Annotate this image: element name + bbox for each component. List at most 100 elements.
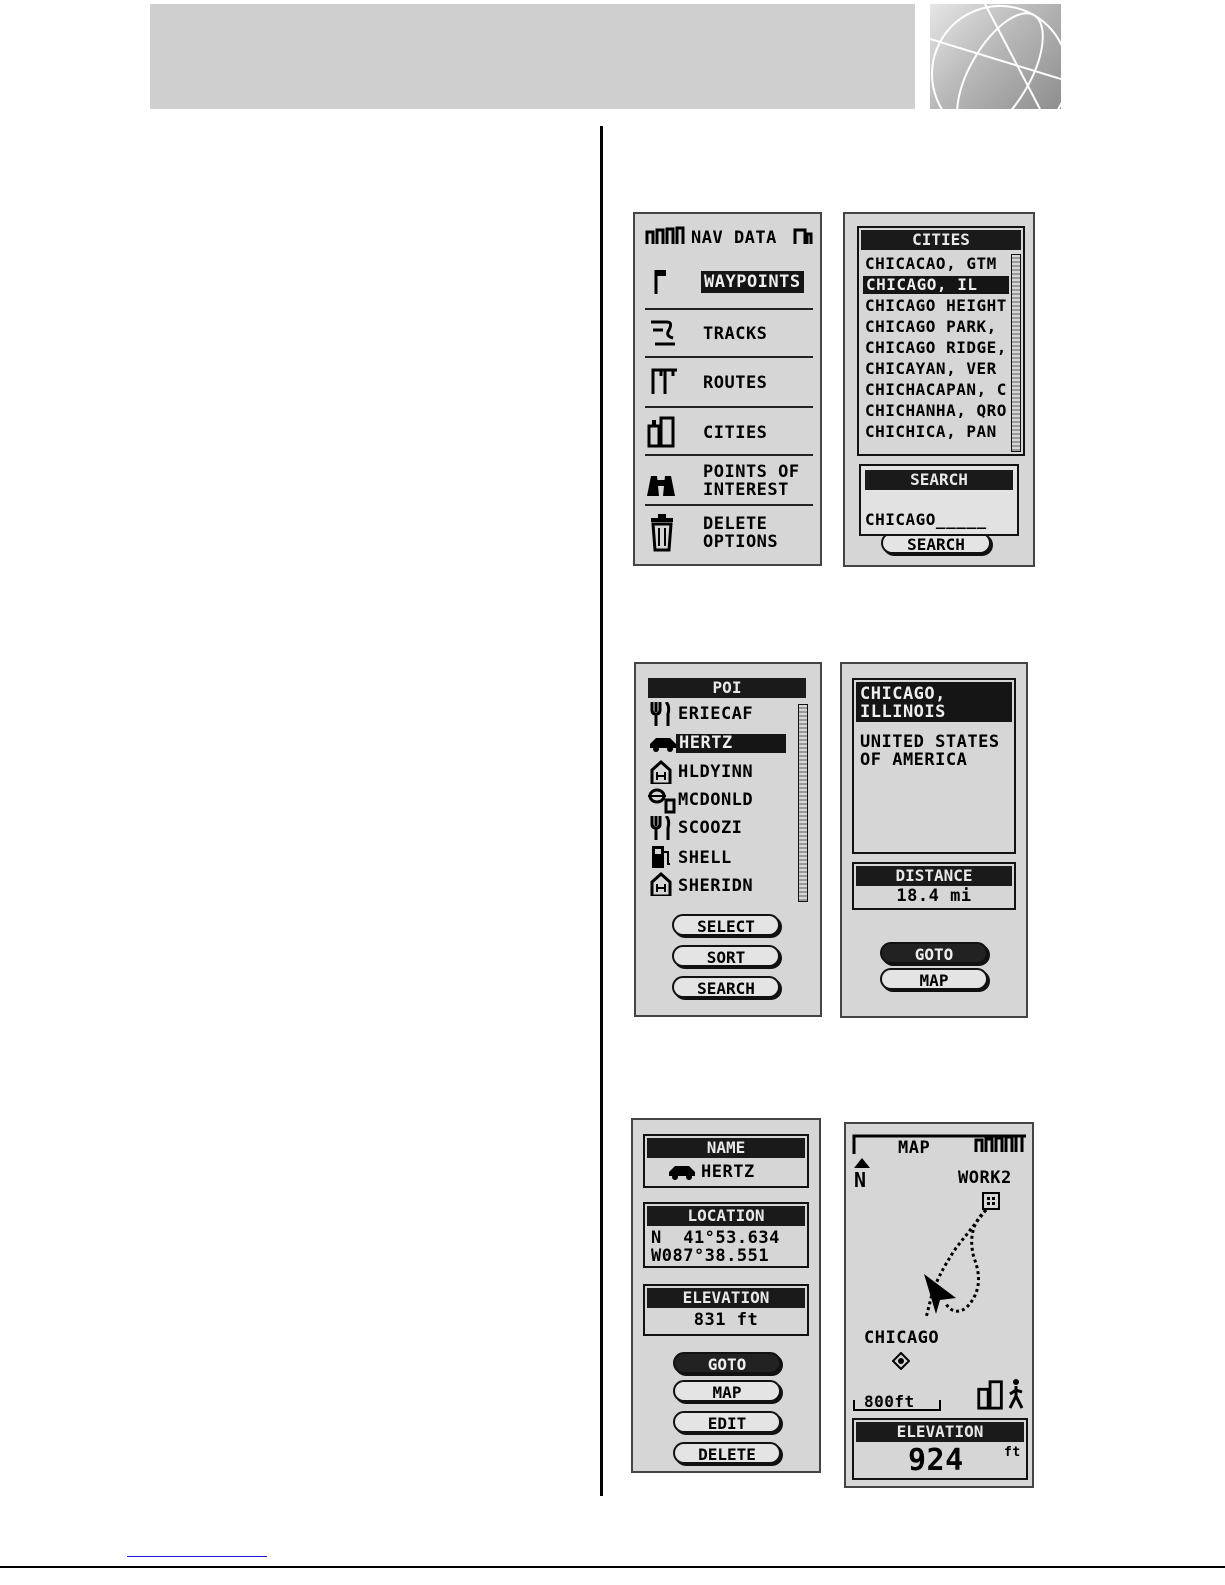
elevation-value: 831 ft [693,1310,759,1330]
hotel-icon [650,760,672,784]
cities-list: CITIES CHICACAO, GTM CHICAGO, IL CHICAGO… [857,226,1025,456]
sort-button[interactable]: SORT [672,945,780,967]
goto-button[interactable]: GOTO [673,1352,781,1374]
distance-value: 18.4 mi [896,886,972,906]
name-label: NAME [647,1138,805,1158]
poi-item[interactable]: SHERIDN [678,876,754,896]
menu-item-cities[interactable]: CITIES [703,423,768,443]
map-elevation-value: 924 [908,1443,964,1478]
cities-search-button[interactable]: SEARCH [881,532,991,554]
poi-screen: POI ERIECAF HERTZ HLDYINN MCDONLD SCOOZI… [634,662,822,1017]
menu-item-poi-line1[interactable]: POINTS OF [703,462,800,482]
map-elevation-box: ELEVATION 924 ft [852,1418,1028,1480]
hotel-icon [650,872,672,896]
menu-separator [645,356,813,358]
search-button[interactable]: SEARCH [672,976,780,998]
city-item-selected[interactable]: CHICAGO, IL [863,276,1009,294]
car-icon [669,1166,695,1180]
distance-label: DISTANCE [856,866,1012,886]
scale-label: 800ft [864,1392,915,1411]
city-icon [647,416,675,448]
city-name-line1: CHICAGO, [860,684,946,704]
binoculars-icon [647,476,675,496]
city-item[interactable]: CHICHACAPAN, C [865,380,1007,399]
menu-separator [645,308,813,310]
edit-button[interactable]: EDIT [673,1411,781,1433]
poi-item[interactable]: SHELL [678,848,732,868]
scale-bar [853,1400,941,1411]
city-name-highlight [856,682,1012,722]
track-icon [651,320,675,346]
north-arrow-icon [854,1158,870,1168]
map-button[interactable]: MAP [673,1380,781,1402]
city-detail-screen: CHICAGO, ILLINOIS UNITED STATES OF AMERI… [840,662,1028,1018]
city-item[interactable]: CHICHANHA, QRO [865,401,1007,420]
signal-bars-icon [974,1134,1024,1152]
map-button[interactable]: MAP [880,968,988,990]
fastfood-icon [648,788,676,814]
restaurant-icon [650,702,671,726]
menu-item-waypoints[interactable]: WAYPOINTS [701,271,804,293]
city-item[interactable]: CHICAGO HEIGHT [865,296,1007,315]
waypoint-label: WORK2 [958,1168,1012,1188]
search-input[interactable]: CHICAGO_____ [865,510,987,529]
poi-item[interactable]: ERIECAF [678,704,754,724]
poi-item-selected[interactable]: HERTZ [676,734,786,753]
fuel-icon [652,846,670,868]
map-elevation-label: ELEVATION [856,1422,1024,1442]
cities-title: CITIES [861,230,1021,250]
delete-button[interactable]: DELETE [673,1442,781,1464]
city-item[interactable]: CHICHICA, PAN [865,422,997,441]
search-dialog: SEARCH CHICAGO_____ [859,464,1019,536]
longitude-value: W087°38.551 [651,1246,770,1266]
menu-item-poi-line2[interactable]: INTEREST [703,480,789,500]
battery-icon [793,228,813,244]
flag-icon [654,270,666,294]
menu-separator [645,454,813,456]
city-item[interactable]: CHICAYAN, VER [865,359,997,378]
search-dialog-title: SEARCH [865,470,1013,490]
distance-box: DISTANCE 18.4 mi [852,862,1016,910]
city-name-line2: ILLINOIS [860,702,946,722]
cities-scrollbar[interactable] [1011,254,1021,452]
cities-screen: CITIES CHICACAO, GTM CHICAGO, IL CHICAGO… [843,212,1035,567]
select-button[interactable]: SELECT [672,914,780,936]
poi-item[interactable]: SCOOZI [678,818,743,838]
city-marker-icon [892,1352,910,1370]
footer-rule [0,1566,1225,1568]
country-line1: UNITED STATES [860,732,1000,752]
city-icon [977,1380,1003,1410]
map-title: MAP [898,1138,931,1158]
nav-data-screen: NAV DATA WAYPOINTS TRACKS ROUTES CITIES … [633,212,822,566]
goto-button[interactable]: GOTO [880,942,988,964]
poi-item[interactable]: MCDONLD [678,790,754,810]
menu-item-delete-line2[interactable]: OPTIONS [703,532,779,552]
building-icon [982,1192,1000,1210]
car-icon [650,738,676,752]
globe-icon [930,4,1061,109]
map-header-frame [852,1134,1026,1154]
name-value: HERTZ [701,1162,755,1182]
nav-data-title: NAV DATA [691,228,777,248]
trash-icon [651,514,673,552]
poi-scrollbar[interactable] [798,704,808,902]
menu-item-delete-line1[interactable]: DELETE [703,514,768,534]
location-box: LOCATION N 41°53.634 W087°38.551 [643,1202,809,1268]
menu-separator [645,504,813,506]
city-info-box: CHICAGO, ILLINOIS UNITED STATES OF AMERI… [852,678,1016,854]
header-bar [150,4,915,109]
city-item[interactable]: CHICAGO PARK, [865,317,997,336]
city-item[interactable]: CHICAGO RIDGE, [865,338,1007,357]
city-item[interactable]: CHICACAO, GTM [865,254,997,273]
menu-item-routes[interactable]: ROUTES [703,373,768,393]
column-divider [600,126,603,1496]
restaurant-icon [650,816,671,840]
map-elevation-unit: ft [1004,1445,1021,1460]
menu-item-tracks[interactable]: TRACKS [703,324,768,344]
map-screen: MAP N WORK2 CHICAGO 800ft ELEVATION 924 … [844,1122,1034,1488]
footer-link-underline [127,1556,267,1557]
hiker-icon [1008,1379,1024,1409]
poi-item[interactable]: HLDYINN [678,762,754,782]
poi-title: POI [648,678,806,698]
country-line2: OF AMERICA [860,750,968,770]
